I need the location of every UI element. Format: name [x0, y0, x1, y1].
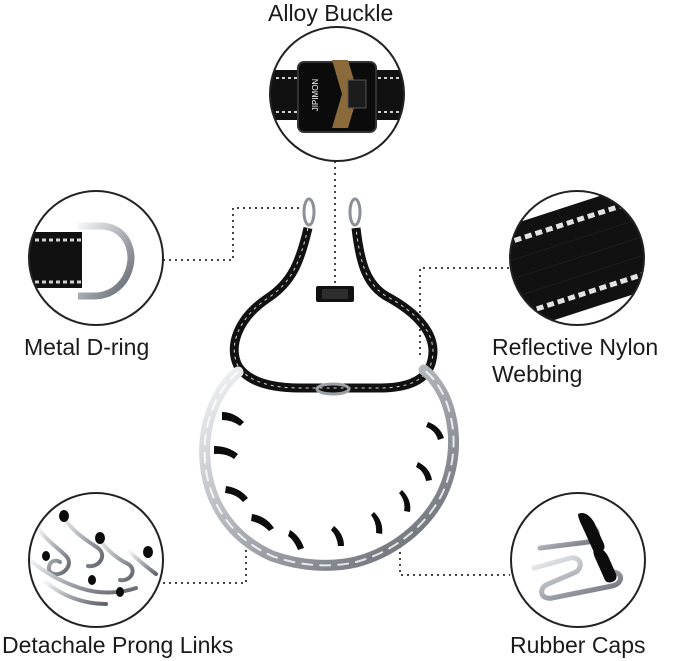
- prong-links-label: Detachale Prong Links: [2, 632, 234, 658]
- reflective-webbing-label-line1: Reflective Nylon: [492, 334, 659, 360]
- rubber-caps-label: Rubber Caps: [510, 632, 646, 658]
- reflective-webbing-label-line2: Webbing: [492, 361, 583, 387]
- callout-circles: JIPIMON: [28, 26, 646, 628]
- alloy-buckle-detail: [270, 60, 404, 133]
- prong-chain: [199, 364, 460, 571]
- metal-dring-detail: [29, 222, 135, 300]
- buckle-brand-text: JIPIMON: [311, 79, 320, 112]
- nylon-loop: [229, 197, 438, 396]
- rubber-caps-detail: [531, 513, 623, 601]
- metal-dring-label: Metal D-ring: [24, 334, 150, 360]
- rubber-caps: [214, 412, 444, 550]
- alloy-buckle-label: Alloy Buckle: [268, 0, 394, 26]
- leader-lines: [163, 161, 510, 584]
- reflective-webbing-detail: [510, 191, 644, 325]
